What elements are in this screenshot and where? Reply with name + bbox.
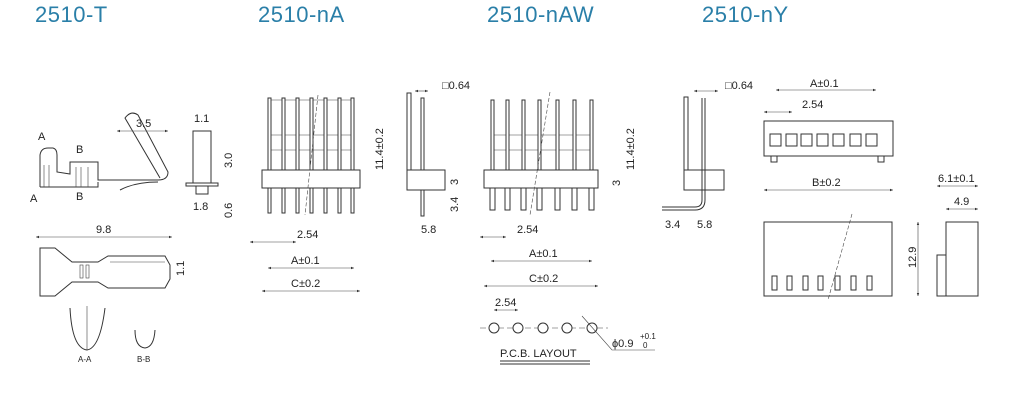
dim-length-9.8: 9.8 <box>96 224 111 236</box>
na-pin-square: □0.64 <box>442 80 470 92</box>
naw-tail: 3.4 <box>665 219 680 231</box>
section-a-label-top: A <box>38 131 46 143</box>
title-2510-t: 2510-T <box>35 2 108 27</box>
title-2510-naw: 2510-nAW <box>487 2 595 27</box>
na-body-height: 3 <box>449 179 461 185</box>
dim-thickness: 1.1 <box>194 113 209 125</box>
na-pitch: 2.54 <box>297 229 318 241</box>
ny-pitch: 2.54 <box>802 99 823 111</box>
pcb-layout-label: P.C.B. LAYOUT <box>500 348 577 360</box>
ny-inner: 4.9 <box>954 196 969 208</box>
naw-pin-square: □0.64 <box>725 80 753 92</box>
section-b-label-top: B <box>76 144 83 156</box>
naw-pitch: 2.54 <box>517 224 538 236</box>
na-a-dim: A±0.1 <box>291 255 320 267</box>
header-na-side: □0.64 11.4±0.2 3 3.4 5.8 <box>374 80 470 236</box>
section-aa-label: A-A <box>78 355 92 364</box>
header-naw-front: 2.54 A±0.1 C±0.2 11.4±0.2 3 <box>480 91 637 288</box>
terminal-sections: A-A B-B <box>69 306 156 364</box>
naw-height: 11.4±0.2 <box>625 128 637 170</box>
dim-width-3.5: 3.5 <box>136 118 151 130</box>
housing-ny-top: A±0.1 2.54 B±0.2 <box>763 78 894 192</box>
na-height: 11.4±0.2 <box>374 128 386 170</box>
naw-depth: 5.8 <box>697 219 712 231</box>
title-2510-ny: 2510-nY <box>702 2 789 27</box>
section-a-label-bottom: A <box>30 193 38 205</box>
na-depth: 5.8 <box>421 224 436 236</box>
dim-base-height: 0.6 <box>223 203 235 218</box>
naw-a-dim: A±0.1 <box>529 248 558 260</box>
header-na-front: 2.54 A±0.1 C±0.2 <box>250 94 361 293</box>
naw-c-dim: C±0.2 <box>529 273 558 285</box>
section-bb-label: B-B <box>137 355 150 364</box>
housing-ny-front: 12.9 <box>763 213 920 301</box>
na-tail: 3.4 <box>449 197 461 212</box>
ny-b-dim: B±0.2 <box>812 177 841 189</box>
pcb-pitch: 2.54 <box>495 297 516 309</box>
terminal-top-view: 9.8 1.1 <box>36 224 187 297</box>
title-2510-na: 2510-nA <box>258 2 345 27</box>
section-b-label-bottom: B <box>76 191 83 203</box>
dim-height-3.0: 3.0 <box>223 153 235 168</box>
ny-height: 12.9 <box>907 247 919 268</box>
terminal-side-view: A B A B 3.5 <box>30 112 169 205</box>
naw-body-height: 3 <box>611 180 623 186</box>
dim-side-1.1: 1.1 <box>175 261 187 276</box>
ny-a-dim: A±0.1 <box>810 78 839 90</box>
ny-width: 6.1±0.1 <box>938 173 975 185</box>
header-naw-side: □0.64 3.4 5.8 <box>662 80 753 231</box>
pcb-layout: 2.54 ϕ0.9 +0.1 0 P.C.B. LAYOUT <box>480 297 656 365</box>
terminal-end-view: 1.1 1.8 3.0 0.6 <box>185 113 235 218</box>
na-c-dim: C±0.2 <box>291 278 320 290</box>
pcb-hole-diameter: ϕ0.9 <box>612 338 633 350</box>
pcb-tol-plus: +0.1 <box>640 332 656 341</box>
housing-ny-side: 6.1±0.1 4.9 <box>936 173 979 297</box>
pcb-tol-minus: 0 <box>643 341 648 350</box>
dim-base: 1.8 <box>193 201 208 213</box>
